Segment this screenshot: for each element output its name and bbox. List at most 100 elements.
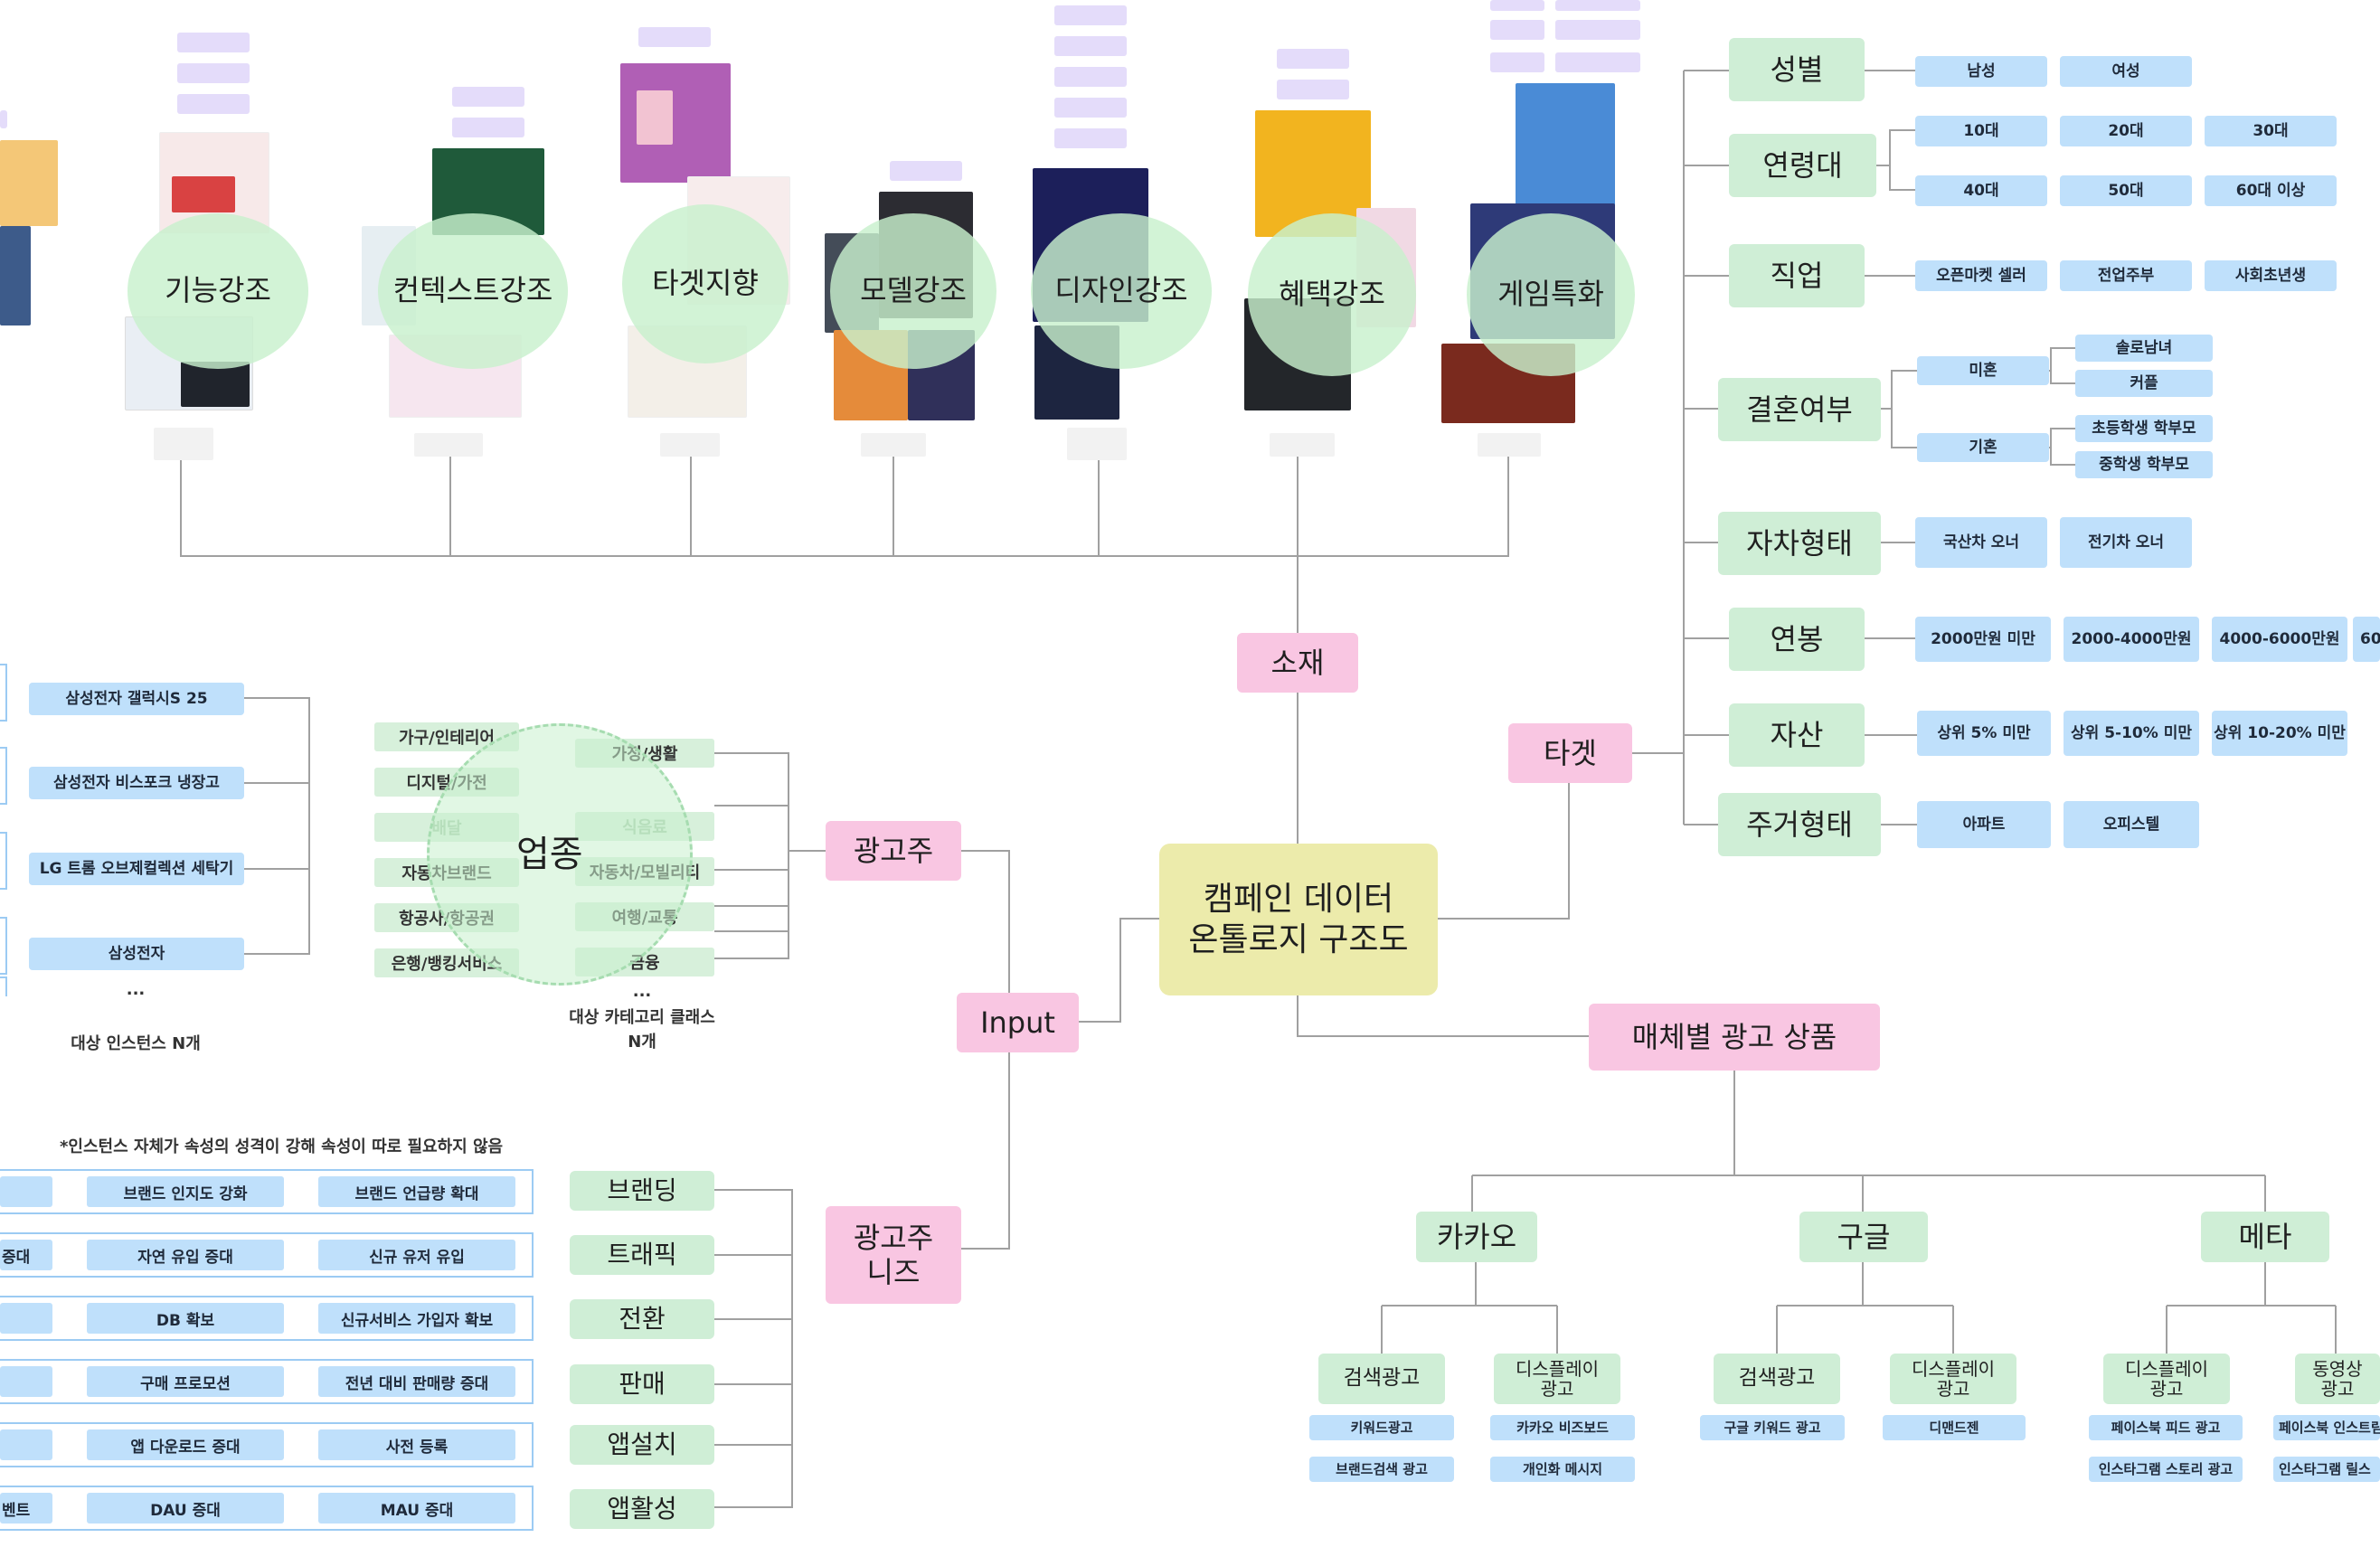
- target-value[interactable]: 커플: [2075, 370, 2213, 397]
- target-value[interactable]: 남성: [1915, 56, 2047, 87]
- needs-goal[interactable]: 신규 유저 유입: [318, 1240, 515, 1270]
- instance-item[interactable]: 삼성전자: [29, 938, 244, 970]
- needs-edge-cell[interactable]: [0, 1176, 52, 1207]
- target-value[interactable]: 중학생 학부모: [2075, 451, 2213, 478]
- target-attr-gender[interactable]: 성별: [1729, 38, 1865, 101]
- tag-chip: [1555, 0, 1640, 11]
- needs-goal[interactable]: 신규서비스 가입자 확보: [318, 1303, 515, 1334]
- needs-category[interactable]: 판매: [570, 1364, 714, 1404]
- industry-item[interactable]: 가구/인테리어: [374, 722, 519, 751]
- media-platform-kakao[interactable]: 카카오: [1416, 1212, 1537, 1262]
- target-value[interactable]: 오픈마켓 셀러: [1915, 260, 2047, 291]
- ad-type[interactable]: 디스플레이 광고: [1890, 1354, 2016, 1404]
- needs-category[interactable]: 전환: [570, 1299, 714, 1339]
- target-value[interactable]: 4000-6000만원: [2212, 617, 2347, 662]
- target-value[interactable]: 상위 10-20% 미만: [2212, 711, 2347, 756]
- sozae-node[interactable]: 소재: [1237, 633, 1358, 693]
- target-value[interactable]: 상위 5% 미만: [1917, 711, 2051, 756]
- target-attr-salary[interactable]: 연봉: [1729, 608, 1865, 671]
- target-subvalue[interactable]: 미혼: [1917, 356, 2049, 385]
- target-value[interactable]: 여성: [2060, 56, 2192, 87]
- media-platform-meta[interactable]: 메타: [2201, 1212, 2329, 1262]
- needs-edge-cell[interactable]: 증대: [0, 1240, 52, 1270]
- target-value[interactable]: 40대: [1915, 175, 2047, 206]
- needs-goal[interactable]: 앱 다운로드 증대: [87, 1429, 284, 1460]
- target-value[interactable]: 솔로남녀: [2075, 335, 2213, 362]
- needs-category[interactable]: 브랜딩: [570, 1171, 714, 1211]
- target-attr-job[interactable]: 직업: [1729, 244, 1865, 307]
- needs-goal[interactable]: 사전 등록: [318, 1429, 515, 1460]
- needs-goal[interactable]: 구매 프로모션: [87, 1366, 284, 1397]
- target-attr-asset[interactable]: 자산: [1729, 703, 1865, 767]
- needs-edge-cell[interactable]: [0, 1303, 52, 1334]
- ad-type[interactable]: 디스플레이 광고: [2103, 1354, 2230, 1404]
- target-value[interactable]: 30대: [2205, 116, 2337, 146]
- target-attr-marriage[interactable]: 결혼여부: [1718, 378, 1881, 441]
- target-value[interactable]: 2000-4000만원: [2064, 617, 2199, 662]
- target-node[interactable]: 타겟: [1508, 723, 1632, 783]
- needs-goal[interactable]: 전년 대비 판매량 증대: [318, 1366, 515, 1397]
- ad-product[interactable]: 페이스북 피드 광고: [2089, 1415, 2243, 1440]
- target-value[interactable]: 2000만원 미만: [1915, 617, 2051, 662]
- target-attr-age[interactable]: 연령대: [1729, 134, 1876, 197]
- ad-type[interactable]: 검색광고: [1318, 1354, 1445, 1404]
- target-value[interactable]: 60: [2353, 617, 2380, 662]
- needs-goal[interactable]: MAU 증대: [318, 1493, 515, 1524]
- needs-edge-cell[interactable]: [0, 1366, 52, 1397]
- target-value[interactable]: 20대: [2060, 116, 2192, 146]
- instance-item[interactable]: 삼성전자 비스포크 냉장고: [29, 767, 244, 799]
- needs-goal[interactable]: DB 확보: [87, 1303, 284, 1334]
- needs-goal[interactable]: DAU 증대: [87, 1493, 284, 1524]
- needs-category[interactable]: 트래픽: [570, 1235, 714, 1275]
- target-value[interactable]: 10대: [1915, 116, 2047, 146]
- instance-item[interactable]: LG 트롬 오브제컬렉션 세탁기: [29, 853, 244, 885]
- target-value[interactable]: 아파트: [1917, 801, 2051, 848]
- target-value[interactable]: 60대 이상: [2205, 175, 2337, 206]
- center-node[interactable]: 캠페인 데이터 온톨로지 구조도: [1159, 844, 1438, 995]
- needs-edge-cell[interactable]: 벤트: [0, 1493, 52, 1524]
- ad-product[interactable]: 인스타그램 스토리 광고: [2089, 1457, 2243, 1482]
- target-subvalue[interactable]: 기혼: [1917, 433, 2049, 462]
- instance-item[interactable]: 삼성전자 갤럭시S 25: [29, 683, 244, 715]
- needs-edge-cell[interactable]: [0, 1429, 52, 1460]
- target-value[interactable]: 사회초년생: [2205, 260, 2337, 291]
- target-value[interactable]: 초등학생 학부모: [2075, 415, 2213, 442]
- needs-category[interactable]: 앱설치: [570, 1425, 714, 1465]
- advertiser-node[interactable]: 광고주: [826, 821, 961, 881]
- target-value[interactable]: 국산차 오너: [1915, 517, 2047, 568]
- advertiser-needs-node[interactable]: 광고주 니즈: [826, 1206, 961, 1304]
- input-node[interactable]: Input: [957, 993, 1079, 1052]
- ad-product[interactable]: 개인화 메시지: [1490, 1457, 1635, 1482]
- ad-type[interactable]: 동영상 광고: [2295, 1354, 2380, 1404]
- ad-product[interactable]: 인스타그램 릴스: [2273, 1457, 2380, 1482]
- ad-type[interactable]: 검색광고: [1714, 1354, 1840, 1404]
- needs-goal[interactable]: 브랜드 언급량 확대: [318, 1176, 515, 1207]
- target-attr-housing[interactable]: 주거형태: [1718, 793, 1881, 856]
- needs-category[interactable]: 앱활성: [570, 1489, 714, 1529]
- industry-bubble[interactable]: 업종: [427, 723, 693, 986]
- ad-product[interactable]: 페이스북 인스트림: [2273, 1415, 2380, 1440]
- needs-goal[interactable]: 자연 유입 증대: [87, 1240, 284, 1270]
- media-node[interactable]: 매체별 광고 상품: [1589, 1004, 1880, 1071]
- target-value[interactable]: 50대: [2060, 175, 2192, 206]
- ad-product[interactable]: 디맨드젠: [1883, 1415, 2026, 1440]
- ad-type[interactable]: 디스플레이 광고: [1494, 1354, 1620, 1404]
- target-value[interactable]: 오피스텔: [2064, 801, 2199, 848]
- target-value[interactable]: 전업주부: [2060, 260, 2192, 291]
- ad-product[interactable]: 카카오 비즈보드: [1490, 1415, 1635, 1440]
- ad-product[interactable]: 구글 키워드 광고: [1700, 1415, 1845, 1440]
- target-value[interactable]: 전기차 오너: [2060, 517, 2192, 568]
- target-attr-car[interactable]: 자차형태: [1718, 512, 1881, 575]
- media-platform-google[interactable]: 구글: [1799, 1212, 1928, 1262]
- ad-product[interactable]: 키워드광고: [1309, 1415, 1454, 1440]
- needs-goal[interactable]: 브랜드 인지도 강화: [87, 1176, 284, 1207]
- target-value[interactable]: 상위 5-10% 미만: [2064, 711, 2199, 756]
- ad-product[interactable]: 브랜드검색 광고: [1309, 1457, 1454, 1482]
